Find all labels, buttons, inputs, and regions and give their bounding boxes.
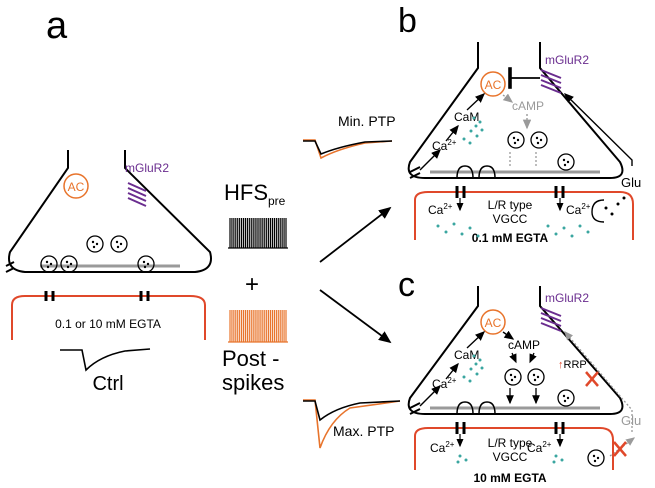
fusing-vesicles-c [456,401,496,415]
arrow-to-b [319,206,392,263]
ac-circle-c [480,309,506,335]
axon-stimulus-icon-b [409,149,441,179]
middle-column: Min. PTP HFSpre + Post - spikes Max. PTP [222,113,401,449]
panel-letter-c: c [398,266,415,304]
cam-to-ac-arrow-c [466,331,486,349]
postsynaptic-membrane-b [414,191,634,240]
arrow-to-c [319,289,392,344]
mglur2-receptor-icon-b [540,69,562,94]
panel-a: a AC mGluR2 0.1 or 10 mM EGTA [5,5,212,395]
block-x-icon-lower-c [613,441,627,457]
cam-label-b: CaM [454,110,479,124]
glu-label-b: Glu [621,175,641,190]
cam-to-ac-arrow-b [466,93,486,111]
ac-label-c: AC [485,316,502,330]
calcium-dots-c [462,354,484,383]
ac-circle-a [63,173,89,199]
postsynaptic-vesicle-dots-c [592,454,600,463]
postsynaptic-vesicle-c [587,449,605,467]
hfs-spike-train [228,218,288,249]
ac-circle-b [480,71,506,97]
panel-letter-a: a [46,5,68,47]
mglur2-receptor-icon-c [540,307,562,332]
max-ptp-trace [303,399,401,449]
vesicles-c [504,368,575,407]
post-spikes-label-1: Post - [222,346,279,371]
ctrl-label: Ctrl [92,373,123,395]
vgcc-channels-c [455,422,565,434]
fusing-vesicles-b [456,165,496,179]
postsynaptic-membrane-c [414,427,614,470]
presynaptic-terminal-a [8,150,212,273]
glu-release-dots-b [604,196,626,216]
post-spikes-label-2: spikes [222,370,284,395]
ac-label-b: AC [485,78,502,92]
vgcc-channels-a [44,291,150,301]
axon-stimulus-icon-c [409,385,441,415]
receptor-label-a: mGluR2 [125,161,169,175]
camp-label-b: cAMP [512,99,544,113]
calcium-post-label-b-left: Ca2+ [428,202,453,217]
egta-label-b: 0.1 mM EGTA [472,231,549,245]
calcium-post-label-c-left: Ca2+ [430,440,455,455]
ptp-min-label: Min. PTP [338,113,396,129]
ctrl-trace [60,348,151,372]
rrp-label-c: ↑RRP [558,359,587,371]
vesicle-dots-c [509,373,570,403]
mglur2-receptor-icon-a [127,182,147,207]
cam-label-c: CaM [454,348,479,362]
glu-label-c: Glu [621,413,641,428]
plus-sign: + [245,271,259,298]
egta-label-c: 10 mM EGTA [473,471,546,485]
ac-label-a: AC [68,180,85,194]
panel-c: c AC mGluR2 cAMP ↑RRP CaM Ca2+ [398,266,641,485]
camp-label-c: cAMP [508,338,540,352]
channel-type-label-c: L/R type [488,436,533,450]
presynaptic-terminal-b [407,42,624,179]
calcium-label-c: Ca2+ [432,376,457,391]
channel-vgcc-label-c: VGCC [493,450,528,464]
camp-to-vesicle-arrows-c [509,352,537,364]
ca-to-cam-arrow-c [445,362,459,380]
egta-label-a: 0.1 or 10 mM EGTA [55,317,161,331]
vesicle-dots-b [512,136,570,167]
glu-receptor-pocket-b [591,199,605,223]
postsynaptic-spike-train [228,310,288,343]
calcium-post-label-c-right: Ca2+ [527,440,552,455]
ac-to-camp-arrow-b [502,93,514,103]
panel-letter-b: b [398,2,417,40]
glu-feedback-arrow-c [564,331,633,432]
presynaptic-terminal-c [407,286,624,415]
vesicles-b [507,131,575,171]
vesicle-dots-a [45,240,150,269]
ca-to-cam-arrow-b [445,124,459,142]
hfs-label: HFSpre [224,180,286,208]
vgcc-channels-b [455,186,565,198]
channel-type-label-b: L/R type [488,198,533,212]
receptor-label-b: mGluR2 [545,53,589,67]
axon-stimulus-icon-a [5,261,15,273]
vesicle-dotted-arrows-b [509,152,537,168]
vesicles-a [40,235,155,273]
calcium-post-dots-b [436,222,590,238]
postsynaptic-membrane-a [11,295,206,340]
ptp-max-label: Max. PTP [333,423,394,439]
vgcc-arrows-c [456,434,564,448]
vgcc-arrows-b [456,198,564,212]
ac-to-camp-arrow-c [502,330,515,340]
vesicle-release-arrows-c [506,388,540,405]
glu-feedback-arrow-b [564,93,633,166]
block-x-icon-upper-c [585,371,599,387]
receptor-label-c: mGluR2 [545,291,589,305]
channel-vgcc-label-b: VGCC [493,212,528,226]
calcium-label-b: Ca2+ [432,138,457,153]
calcium-post-dots-c [456,454,564,464]
calcium-dots-b [462,116,484,145]
min-ptp-trace [303,139,393,160]
panel-b: b AC mGluR2 cAMP CaM Ca2+ [398,2,641,245]
calcium-post-label-b-right: Ca2+ [566,202,591,217]
